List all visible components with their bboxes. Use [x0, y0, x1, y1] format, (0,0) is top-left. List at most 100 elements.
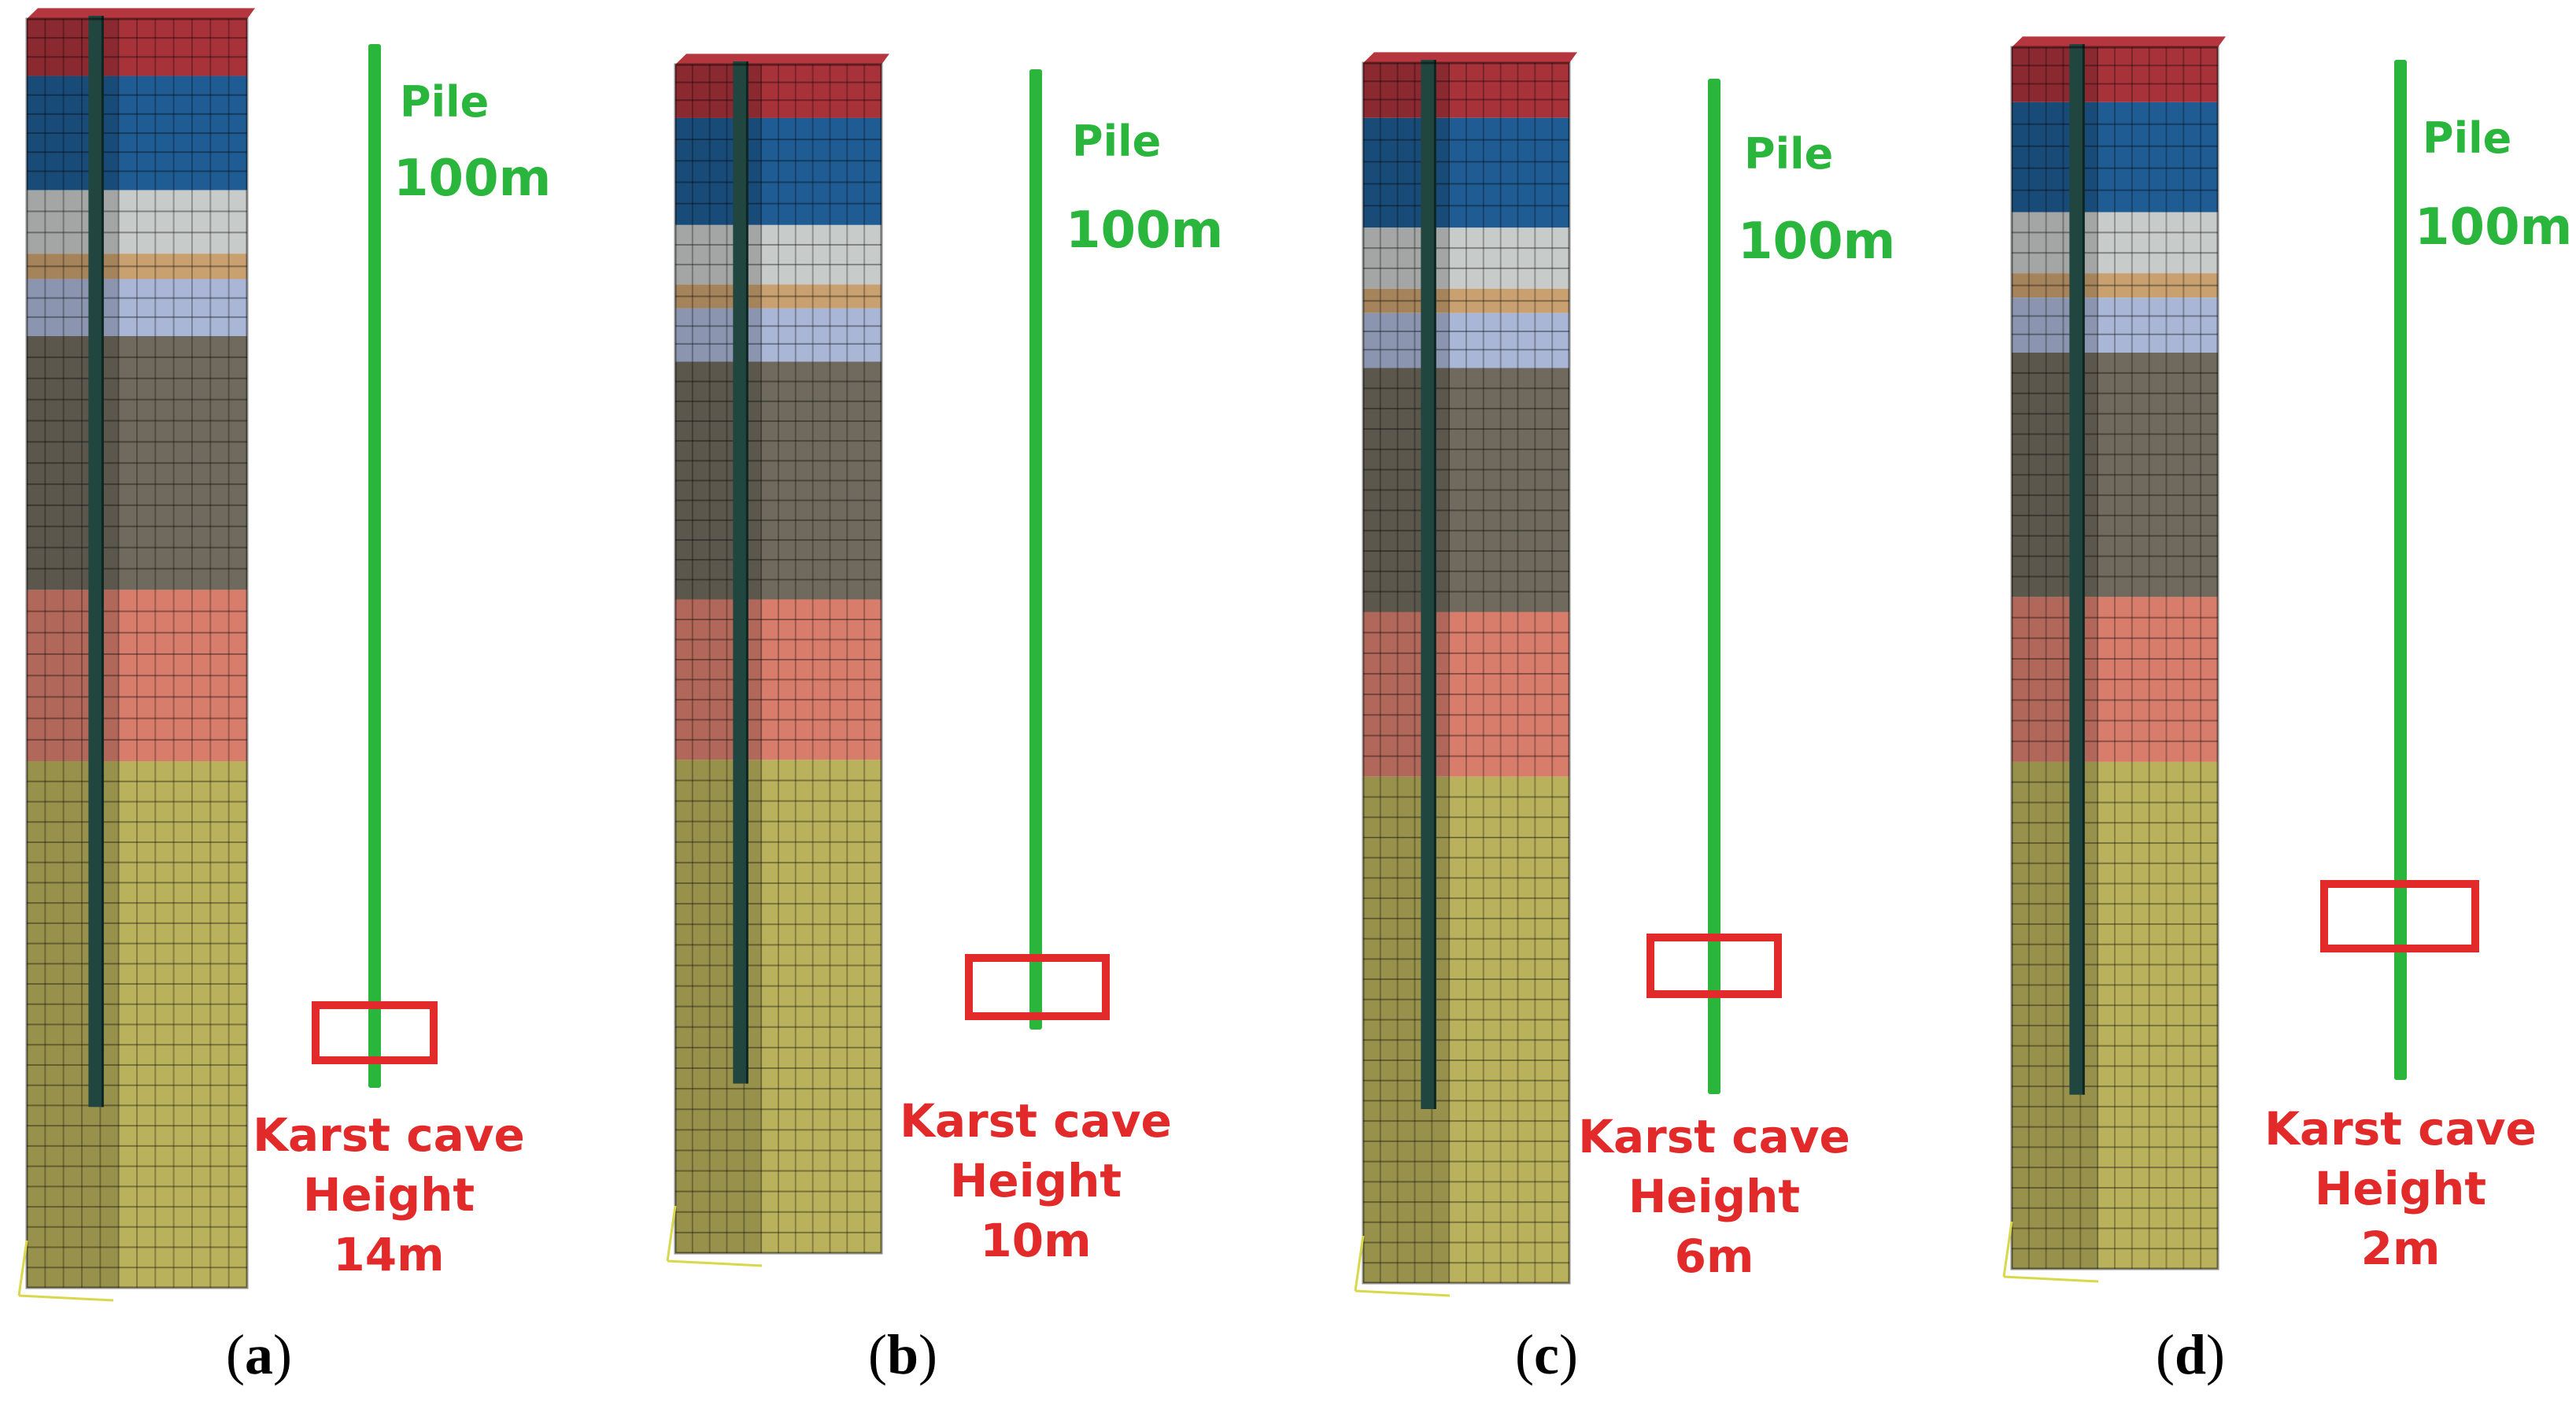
soil-layer-left-5 [675, 308, 763, 362]
soil-layer-right-1 [2098, 47, 2218, 102]
pile-label: Pile [1744, 129, 1834, 179]
axis-triad-z [1354, 1235, 1365, 1292]
soil-layer-right-3 [119, 190, 247, 254]
embedded-pile [733, 61, 748, 1084]
caption-letter: c [1534, 1323, 1559, 1386]
pile-label: Pile [1072, 116, 1162, 166]
axis-triad-x [1355, 1289, 1451, 1297]
soil-layer-left-7 [27, 590, 120, 762]
soil-layer-right-6 [1450, 368, 1569, 612]
soil-layer-right-8 [119, 761, 247, 1288]
cave-height-value: 2m [2360, 1222, 2441, 1275]
soil-model-d [2002, 36, 2226, 1283]
soil-layer-left-1 [1363, 63, 1451, 118]
soil-layer-right-1 [762, 65, 881, 118]
cave-height-value: 14m [333, 1228, 445, 1281]
cave-height-value: 10m [980, 1214, 1092, 1267]
axis-triad-z [666, 1205, 677, 1262]
soil-layer-right-7 [119, 590, 247, 762]
cave-label-line2: Height [2314, 1162, 2487, 1215]
caption-a: (a) [226, 1323, 292, 1386]
soil-layer-right-4 [762, 284, 881, 309]
soil-layer-right-5 [762, 308, 881, 362]
panel-c: Pile 100m Karst cave Height 6m (c) [1288, 0, 1931, 1420]
soil-layer-right-2 [762, 117, 881, 225]
soil-layer-left-8 [1363, 776, 1451, 1283]
soil-layer-right-4 [119, 253, 247, 279]
panel-d: Pile 100m Karst cave Height 2m (d) [1931, 0, 2576, 1420]
karst-cave-box [2320, 880, 2479, 952]
embedded-pile [2069, 44, 2084, 1095]
soil-layer-left-1 [27, 19, 120, 76]
karst-cave-label: Karst cave Height 14m [231, 1105, 546, 1285]
cave-label-line1: Karst cave [1578, 1110, 1850, 1163]
soil-layer-right-2 [1450, 117, 1569, 228]
soil-model-a [17, 8, 255, 1302]
soil-model-c [1354, 52, 1577, 1297]
axis-triad-x [2003, 1275, 2099, 1283]
pile-line [368, 44, 381, 1088]
soil-layer-right-2 [119, 76, 247, 190]
soil-layer-right-1 [119, 19, 247, 76]
caption-letter: b [886, 1323, 919, 1386]
embedded-pile [88, 16, 103, 1108]
soil-layer-right-3 [762, 224, 881, 285]
soil-layer-left-2 [675, 117, 763, 225]
caption-b: (b) [867, 1323, 937, 1386]
model-outline [2010, 46, 2219, 1270]
soil-layer-right-8 [2098, 761, 2218, 1269]
soil-layer-left-2 [27, 76, 120, 190]
axis-triad-z [17, 1240, 28, 1296]
soil-layer-right-1 [1450, 63, 1569, 118]
soil-layer-right-6 [762, 361, 881, 600]
caption-letter: a [245, 1323, 273, 1386]
soil-layer-right-7 [2098, 597, 2218, 762]
soil-layer-right-8 [762, 760, 881, 1253]
pile-length: 100m [2415, 198, 2573, 257]
soil-layer-left-3 [27, 190, 120, 254]
pile-length: 100m [394, 150, 552, 208]
model-top-face [2012, 36, 2226, 47]
soil-layer-right-4 [1450, 288, 1569, 313]
karst-cave-box [312, 1001, 438, 1064]
caption-c: (c) [1515, 1323, 1578, 1386]
model-top-face [1363, 52, 1577, 63]
soil-layer-right-3 [1450, 227, 1569, 289]
pile-label: Pile [2423, 113, 2512, 163]
soil-layer-left-3 [2012, 212, 2099, 274]
caption-d: (d) [2155, 1323, 2225, 1386]
soil-layer-left-5 [1363, 312, 1451, 368]
pile-line [1708, 79, 1720, 1094]
model-top-face [27, 8, 255, 19]
pile-line [1029, 69, 1042, 1030]
embedded-pile [1421, 60, 1436, 1109]
karst-cave-label: Karst cave Height 2m [2243, 1099, 2558, 1278]
cave-height-value: 6m [1674, 1230, 1754, 1283]
soil-model-b [666, 54, 889, 1267]
soil-layer-left-5 [2012, 298, 2099, 353]
soil-layer-left-2 [1363, 117, 1451, 228]
cave-label-line1: Karst cave [2264, 1102, 2537, 1156]
soil-layer-left-5 [27, 279, 120, 336]
panel-b: Pile 100m Karst cave Height 10m (b) [644, 0, 1288, 1420]
soil-layer-left-2 [2012, 102, 2099, 213]
soil-layer-right-8 [1450, 776, 1569, 1283]
pile-length: 100m [1066, 202, 1224, 260]
soil-layer-right-5 [2098, 298, 2218, 353]
soil-layer-right-7 [762, 599, 881, 760]
axis-triad-x [18, 1294, 114, 1302]
karst-cave-box [965, 954, 1110, 1020]
cave-label-line2: Height [302, 1168, 475, 1222]
soil-layer-right-2 [2098, 102, 2218, 213]
soil-layer-right-4 [2098, 273, 2218, 298]
soil-layer-right-7 [1450, 612, 1569, 777]
soil-layer-left-6 [27, 336, 120, 590]
axis-triad-z [2002, 1221, 2013, 1278]
soil-layer-left-1 [675, 65, 763, 118]
pile-length: 100m [1738, 213, 1896, 271]
soil-layer-left-8 [27, 761, 120, 1288]
soil-layer-right-5 [1450, 312, 1569, 368]
pile-line [2394, 60, 2407, 1080]
soil-layer-right-6 [119, 336, 247, 590]
